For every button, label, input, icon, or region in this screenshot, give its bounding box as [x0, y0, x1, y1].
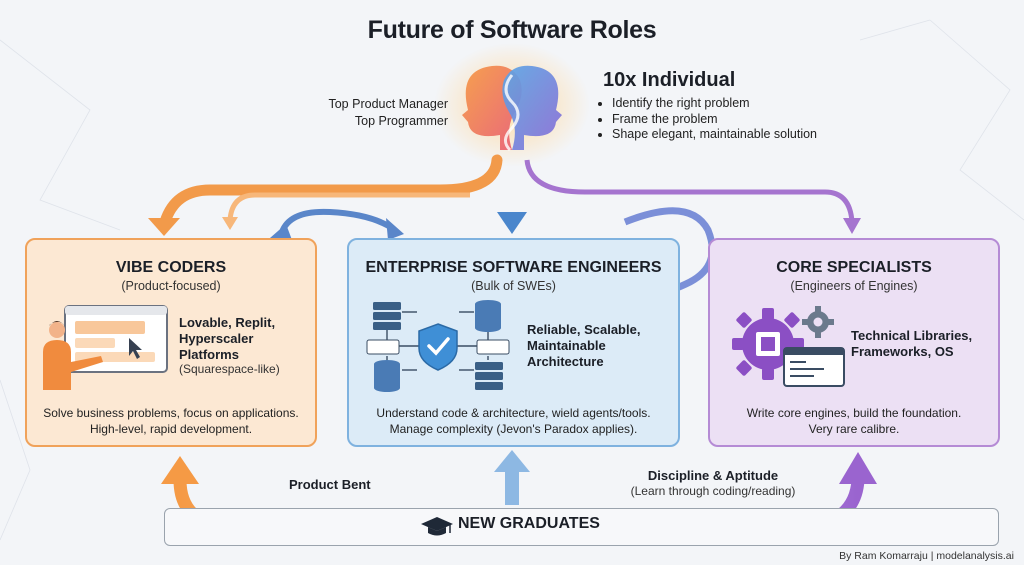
- enterprise-desc-line: Understand code & architecture, wield ag…: [376, 406, 651, 420]
- vibe-subtitle: (Product-focused): [121, 279, 221, 293]
- arrow-to-vibe: [159, 154, 503, 228]
- arrow-head-vibe: [148, 218, 180, 236]
- discipline-title: Discipline & Aptitude: [647, 468, 779, 483]
- vibe-note: (Squarespace-like): [179, 362, 280, 376]
- enterprise-desc-line: Manage complexity (Jevon's Paradox appli…: [389, 422, 638, 436]
- vibe-feature-line: Hyperscaler: [179, 331, 254, 346]
- developer-at-screen-icon: [43, 305, 168, 390]
- vibe-description: Solve business problems, focus on applic…: [33, 405, 309, 437]
- arrow-head-core: [843, 218, 861, 234]
- core-description: Write core engines, build the foundation…: [716, 405, 992, 437]
- two-heads-icon: [462, 65, 562, 152]
- vibe-feature: Lovable, Replit, Hyperscaler Platforms: [179, 315, 275, 363]
- core-specialists-card: CORE SPECIALISTS (Engineers of Engines) …: [708, 238, 1000, 447]
- core-desc-line: Very rare calibre.: [808, 422, 900, 436]
- core-title: CORE SPECIALISTS: [776, 259, 932, 276]
- core-feature-line: Technical Libraries,: [851, 328, 973, 343]
- vibe-desc-line: Solve business problems, focus on applic…: [43, 406, 299, 420]
- arrow-head-enterprise: [497, 212, 527, 234]
- top-roles: Top Product Manager Top Programmer: [288, 96, 448, 130]
- credit-text: By Ram Komarraju | modelanalysis.ai: [839, 550, 1014, 562]
- role-programmer: Top Programmer: [354, 114, 448, 128]
- vibe-title: VIBE CODERS: [115, 259, 227, 276]
- gear-chip-icon: [732, 306, 845, 387]
- individual-point: Frame the problem: [612, 112, 817, 128]
- core-feature: Technical Libraries, Frameworks, OS: [851, 328, 972, 360]
- individual-title: 10x Individual: [603, 69, 736, 91]
- enterprise-subtitle: (Bulk of SWEs): [471, 279, 556, 293]
- enterprise-engineers-card: ENTERPRISE SOFTWARE ENGINEERS (Bulk of S…: [347, 238, 680, 447]
- enterprise-description: Understand code & architecture, wield ag…: [355, 405, 672, 437]
- discipline-label: Discipline & Aptitude (Learn through cod…: [608, 468, 818, 498]
- arrow-to-core: [524, 159, 855, 223]
- individual-points: Identify the right problem Frame the pro…: [598, 96, 817, 143]
- arrow-head-vibe-inner: [222, 217, 238, 230]
- arrow-to-vibe-inner: [227, 192, 470, 221]
- core-subtitle: (Engineers of Engines): [790, 279, 918, 293]
- graduates-label: NEW GRADUATES: [458, 515, 600, 532]
- vibe-feature-line: Lovable, Replit,: [179, 315, 276, 330]
- background-network: [0, 19, 1024, 541]
- graduation-cap-icon: [421, 517, 453, 536]
- discipline-note: (Learn through coding/reading): [630, 484, 796, 498]
- enterprise-feature-line: Reliable, Scalable,: [527, 322, 641, 337]
- page-title: Future of Software Roles: [367, 16, 657, 44]
- enterprise-title: ENTERPRISE SOFTWARE ENGINEERS: [365, 259, 662, 276]
- enterprise-feature-line: Maintainable: [527, 338, 606, 353]
- vibe-feature-line: Platforms: [179, 347, 239, 362]
- arrow-head-left: [270, 224, 292, 240]
- product-bent-label: Product Bent: [289, 477, 371, 492]
- enterprise-feature-line: Architecture: [527, 354, 604, 369]
- arrow-head-grad-ent: [494, 450, 530, 472]
- architecture-network-icon: [366, 300, 510, 392]
- arrow-head-right: [386, 218, 404, 240]
- arrow-vibe-enterprise: [279, 208, 394, 234]
- arrow-head-grad-core: [839, 452, 877, 484]
- individual-point: Shape elegant, maintainable solution: [612, 127, 817, 143]
- role-product-manager: Top Product Manager: [328, 97, 448, 111]
- core-feature-line: Frameworks, OS: [851, 344, 954, 359]
- enterprise-feature: Reliable, Scalable, Maintainable Archite…: [527, 322, 640, 370]
- vibe-desc-line: High-level, rapid development.: [89, 422, 253, 436]
- individual-point: Identify the right problem: [612, 96, 817, 112]
- vibe-coders-card: VIBE CODERS (Product-focused) Lovable, R…: [25, 238, 317, 447]
- arrow-head-grad-vibe: [161, 456, 199, 484]
- core-desc-line: Write core engines, build the foundation…: [746, 406, 962, 420]
- graduates-bar: [164, 508, 999, 546]
